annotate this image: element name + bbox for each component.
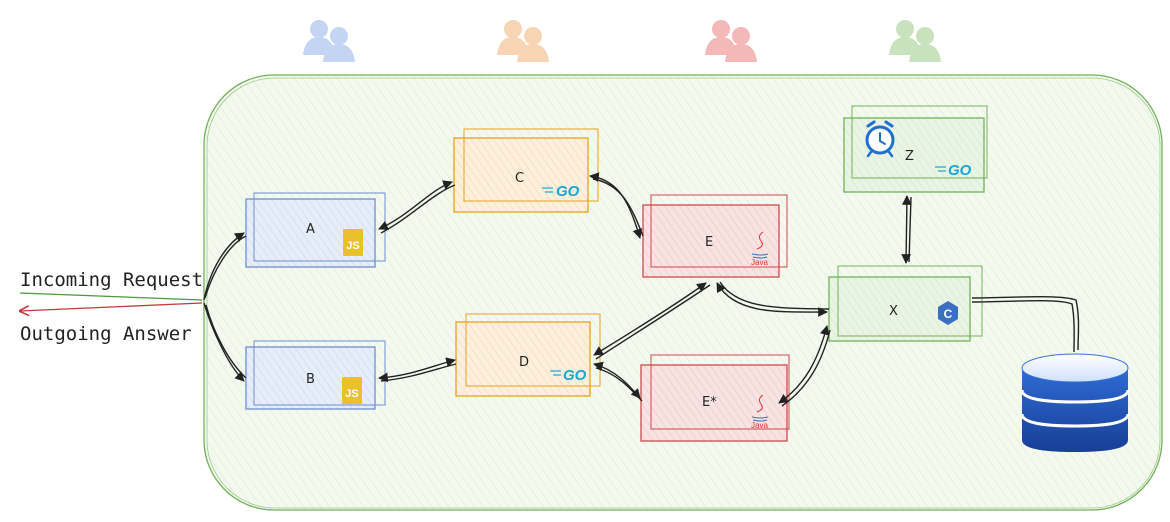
c-language-icon: C [938, 301, 958, 325]
go-icon: GO [542, 183, 580, 200]
outgoing-answer-label: Outgoing Answer [20, 323, 192, 345]
node-a-label: A [306, 222, 315, 237]
incoming-request-line [19, 292, 203, 301]
users-icon [889, 20, 941, 62]
node-e-star-label: E* [702, 395, 717, 410]
svg-text:Java: Java [751, 421, 768, 430]
users-icon [303, 20, 355, 62]
database-icon [1020, 353, 1130, 452]
node-b[interactable]: B JS [245, 340, 386, 410]
java-icon: Java [751, 394, 768, 430]
users-icon [705, 20, 757, 62]
connectors [203, 172, 1080, 407]
java-icon: Java [751, 231, 768, 267]
go-icon: GO [935, 162, 972, 179]
node-b-label: B [306, 372, 315, 387]
outgoing-answer-line [20, 302, 203, 311]
system-boundary [203, 74, 1163, 511]
node-d-label: D [519, 355, 529, 370]
node-x[interactable]: X C [828, 265, 983, 342]
node-e[interactable]: E Java [642, 194, 788, 278]
svg-text:Java: Java [751, 258, 768, 267]
alarm-clock-icon [865, 120, 895, 158]
node-c[interactable]: C GO [453, 128, 599, 213]
node-x-label: X [889, 304, 898, 319]
svg-text:C: C [944, 307, 953, 321]
svg-text:JS: JS [345, 388, 358, 400]
node-d[interactable]: D GO [455, 313, 601, 397]
svg-text:JS: JS [346, 240, 359, 252]
node-z-label: Z [905, 149, 914, 164]
javascript-icon: JS [342, 377, 362, 404]
node-z[interactable]: Z GO [843, 105, 988, 193]
svg-text:GO: GO [563, 367, 587, 384]
node-e-label: E [705, 235, 713, 250]
svg-text:GO: GO [948, 162, 972, 179]
svg-text:GO: GO [556, 183, 580, 200]
node-c-label: C [515, 171, 524, 186]
node-a[interactable]: A JS [245, 192, 386, 268]
incoming-request-label: Incoming Request [20, 269, 203, 291]
javascript-icon: JS [343, 229, 363, 256]
node-e-star[interactable]: E* Java [640, 354, 790, 442]
users-icon [497, 20, 549, 62]
go-icon: GO [550, 367, 587, 384]
